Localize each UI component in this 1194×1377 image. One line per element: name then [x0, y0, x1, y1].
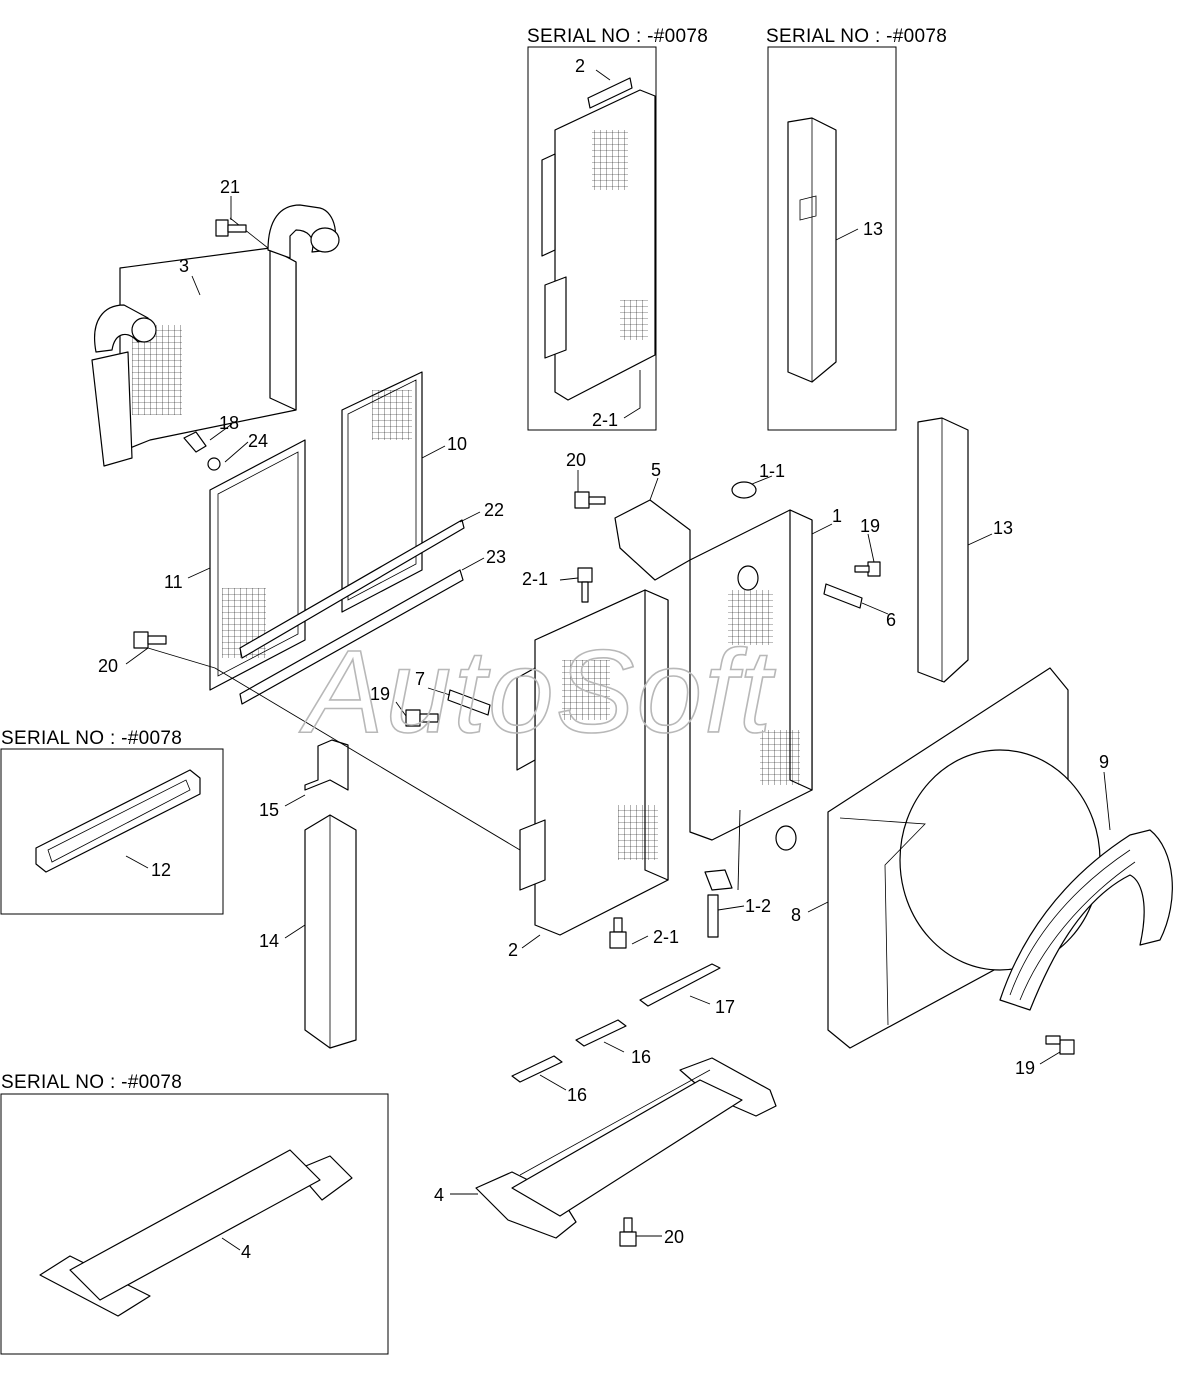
serial-label-top-right: SERIAL NO : -#0078 — [766, 26, 947, 47]
callout-2: 2 — [508, 940, 518, 960]
bolt-part-20-left — [133, 631, 167, 649]
inset-box-frame-serial — [0, 748, 224, 915]
callout-18: 18 — [219, 413, 239, 433]
callout-20-top: 20 — [566, 450, 586, 470]
callout-7: 7 — [415, 669, 425, 689]
drain-part-1-2 — [704, 869, 733, 938]
bracket-part-7 — [447, 689, 491, 716]
seal-part-14 — [304, 814, 357, 1049]
serial-label-mid-left: SERIAL NO : -#0078 — [1, 728, 182, 749]
pad-part-16-a — [575, 1019, 627, 1047]
callout-17: 17 — [715, 997, 735, 1017]
callout-9: 9 — [1099, 752, 1109, 772]
callout-19-left: 19 — [370, 684, 390, 704]
callout-2-1-bottom: 2-1 — [653, 927, 679, 947]
bolt-part-19-left — [405, 709, 439, 727]
callout-16-a: 16 — [631, 1047, 651, 1067]
callout-2-inset: 2 — [575, 56, 585, 76]
bolt-part-2-1-top — [577, 567, 593, 603]
callout-19-right: 19 — [860, 516, 880, 536]
callout-15: 15 — [259, 800, 279, 820]
bolt-part-19-right — [854, 561, 881, 577]
callout-3: 3 — [179, 256, 189, 276]
callout-20-bottom: 20 — [664, 1227, 684, 1247]
callout-12: 12 — [151, 860, 171, 880]
screen-part-11 — [209, 439, 306, 691]
callout-13: 13 — [993, 518, 1013, 538]
callout-1-2: 1-2 — [745, 896, 771, 916]
inset-seal-part-13 — [787, 117, 837, 383]
bar-part-22 — [239, 519, 465, 659]
callout-4-inset: 4 — [241, 1242, 251, 1262]
bolt-part-20-top — [574, 491, 606, 509]
callout-20-left: 20 — [98, 656, 118, 676]
callout-13-inset: 13 — [863, 219, 883, 239]
intercooler-part-3 — [91, 204, 340, 467]
pad-part-17 — [639, 963, 721, 1007]
seal-part-15 — [304, 739, 349, 791]
callout-10: 10 — [447, 434, 467, 454]
serial-label-bottom-left: SERIAL NO : -#0078 — [1, 1072, 182, 1093]
callout-16-b: 16 — [567, 1085, 587, 1105]
callout-4: 4 — [434, 1185, 444, 1205]
bolt-part-21 — [215, 219, 247, 237]
callout-5: 5 — [651, 460, 661, 480]
bracket-part-4 — [475, 1057, 777, 1239]
callout-22: 22 — [484, 500, 504, 520]
screen-part-10 — [341, 371, 423, 613]
watermark: AutoSoft — [299, 626, 776, 758]
inset-box-seal-serial — [767, 46, 897, 431]
inset-frame-part-12 — [35, 769, 201, 873]
inset-box-bracket-serial — [0, 1093, 389, 1355]
pad-part-16-b — [511, 1055, 563, 1083]
bracket-part-5 — [614, 499, 691, 581]
bolt-part-20-bottom — [619, 1217, 637, 1247]
callout-19-bottom: 19 — [1015, 1058, 1035, 1078]
callout-24: 24 — [248, 431, 268, 451]
inset-box-radiator-serial — [527, 46, 657, 431]
callout-1-1: 1-1 — [759, 461, 785, 481]
bolt-part-19-bottom — [1045, 1035, 1075, 1055]
callout-2-1-top: 2-1 — [522, 569, 548, 589]
callout-2-1-inset: 2-1 — [592, 410, 618, 430]
inset-bracket-part-4 — [39, 1149, 353, 1317]
callout-21: 21 — [220, 177, 240, 197]
inset-radiator-part-2 — [541, 77, 656, 401]
leader-lines — [125, 69, 1111, 1251]
callout-23: 23 — [486, 547, 506, 567]
callout-11: 11 — [164, 572, 183, 592]
callout-1: 1 — [832, 506, 842, 526]
seal-part-13 — [917, 417, 969, 683]
callout-6: 6 — [886, 610, 896, 630]
bar-part-23 — [239, 569, 464, 705]
bolt-part-2-1-bottom — [609, 917, 627, 949]
bracket-part-6 — [823, 583, 863, 609]
gasket-part-1-1 — [731, 481, 757, 499]
guard-part-9 — [999, 829, 1173, 1011]
shroud-part-8 — [827, 667, 1101, 1049]
radiator-part-2 — [516, 589, 669, 936]
callout-14: 14 — [259, 931, 279, 951]
serial-label-top-left: SERIAL NO : -#0078 — [527, 26, 708, 47]
callout-8: 8 — [791, 905, 801, 925]
oil-cooler-part-1 — [689, 509, 813, 851]
wing-bolt-part-18 — [183, 431, 221, 471]
